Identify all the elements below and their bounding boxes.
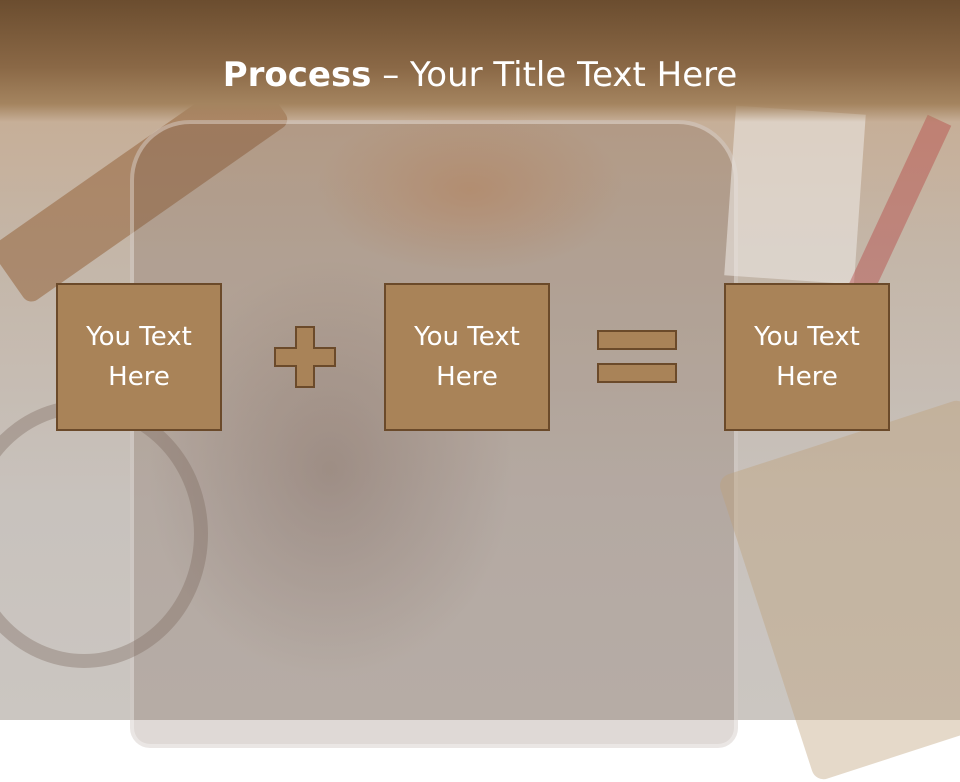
napkin-shape (724, 105, 866, 285)
plus-icon (274, 326, 336, 388)
equals-top-bar (597, 330, 677, 350)
equals-bottom-bar (597, 363, 677, 383)
title-bold-text: Process (222, 55, 372, 95)
cookie-shape (716, 397, 960, 782)
equals-icon (597, 330, 677, 384)
slide-title[interactable]: Process – Your Title Text Here (0, 52, 960, 98)
title-rest-text: – Your Title Text Here (371, 55, 738, 95)
mug-shape (130, 120, 738, 748)
mug-handle-shape (0, 400, 208, 668)
title-band (0, 0, 960, 122)
